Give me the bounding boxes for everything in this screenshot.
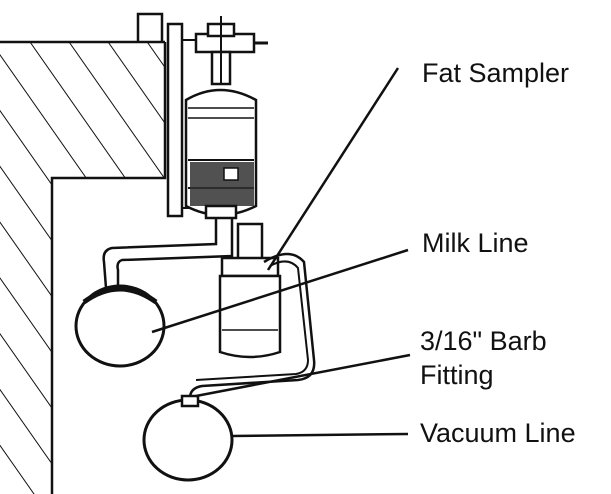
fat-sampler-body bbox=[184, 16, 268, 220]
sample-jar bbox=[218, 222, 282, 359]
label-fat-sampler: Fat Sampler bbox=[422, 58, 569, 88]
upper-wall bbox=[0, 40, 167, 494]
leader-milk-line bbox=[151, 248, 409, 334]
milk-line-pipe bbox=[74, 284, 166, 368]
label-barb-fitting-line2: Fitting bbox=[420, 360, 494, 390]
label-vacuum-line: Vacuum Line bbox=[420, 418, 576, 448]
sampler-pipe bbox=[102, 218, 234, 290]
labels: Fat Sampler Milk Line 3/16" Barb Fitting… bbox=[420, 58, 576, 448]
label-milk-line: Milk Line bbox=[422, 228, 529, 258]
leader-barb-fitting bbox=[195, 353, 411, 398]
vacuum-line-pipe bbox=[142, 394, 234, 482]
leader-fat-sampler bbox=[266, 67, 400, 271]
label-barb-fitting-line1: 3/16" Barb bbox=[420, 326, 547, 356]
wall-top-box bbox=[136, 12, 164, 42]
leader-lines bbox=[151, 67, 411, 438]
leader-vacuum-line bbox=[231, 432, 409, 438]
